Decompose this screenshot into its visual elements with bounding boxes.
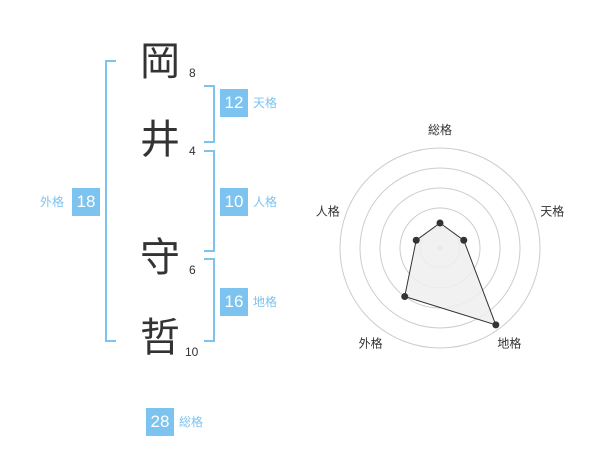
radar-ring-4 [359,167,521,329]
gaikaku-label: 外格 [40,195,65,209]
gaikaku-bracket [105,60,116,342]
radar-axis-label-4: 外格 [359,335,383,350]
chikaku-value: 16 [220,288,248,316]
radar-axis-label-2: 天格 [540,204,564,219]
tenkaku-bracket [204,85,215,143]
soukaku-value: 28 [146,408,174,436]
name-char-2: 井 [140,117,180,163]
jinkaku-label: 人格 [253,195,278,209]
radar-ring-5 [339,147,541,349]
gaikaku-value: 18 [72,188,100,216]
radar-point-3 [492,321,500,329]
stroke-count-1: 8 [189,66,196,80]
radar-axis-label-1: 総格 [428,122,452,137]
jinkaku-bracket [204,150,215,252]
radar-point-1 [436,219,444,227]
tenkaku-value: 12 [220,89,248,117]
stroke-count-2: 4 [189,144,196,158]
chikaku-label: 地格 [253,295,278,309]
radar-axis-label-5: 人格 [316,204,340,219]
tenkaku-label: 天格 [253,96,278,110]
radar-series-area [404,222,497,326]
radar-point-4 [401,293,409,301]
radar-point-2 [460,236,468,244]
stroke-count-4: 10 [185,345,199,359]
radar-point-5 [412,236,420,244]
jinkaku-value: 10 [220,188,248,216]
stroke-count-3: 6 [189,263,196,277]
name-char-1: 岡 [140,39,180,85]
radar-axis-label-3: 地格 [497,335,521,350]
name-char-3: 守 [140,235,180,281]
chikaku-bracket [204,258,215,342]
soukaku-label: 総格 [179,415,204,429]
name-char-4: 哲 [140,315,180,361]
